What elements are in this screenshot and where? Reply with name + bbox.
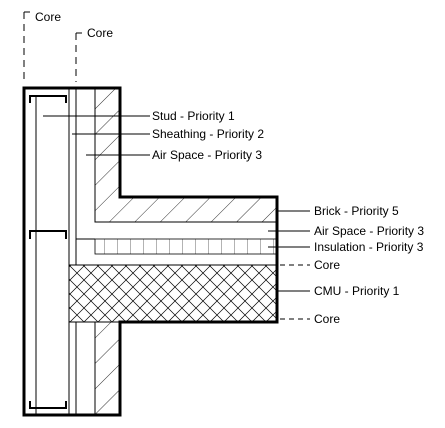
air-space-lower-label: Air Space - Priority 3	[314, 224, 424, 238]
wall-outline	[22, 86, 279, 417]
air-space-upper-label: Air Space - Priority 3	[152, 148, 262, 162]
core-label-top-right: Core	[87, 26, 113, 40]
leader-lines	[43, 115, 310, 320]
brick-label: Brick - Priority 5	[314, 204, 399, 218]
sheathing-label: Sheathing - Priority 2	[152, 127, 264, 141]
core-label-mid: Core	[314, 258, 340, 272]
layer-lines	[68, 88, 277, 415]
insulation-layer	[94, 238, 278, 255]
core-label-bottom: Core	[314, 312, 340, 326]
brick-layer	[95, 88, 277, 415]
stud-label: Stud - Priority 1	[152, 109, 235, 123]
core-label-top-left: Core	[35, 10, 61, 24]
core-markers-top	[23, 11, 82, 82]
insulation-label: Insulation - Priority 3	[314, 240, 424, 254]
cmu-label: CMU - Priority 1	[314, 284, 400, 298]
c-channel-stud-icon	[29, 95, 67, 409]
cmu-layer	[68, 264, 278, 323]
